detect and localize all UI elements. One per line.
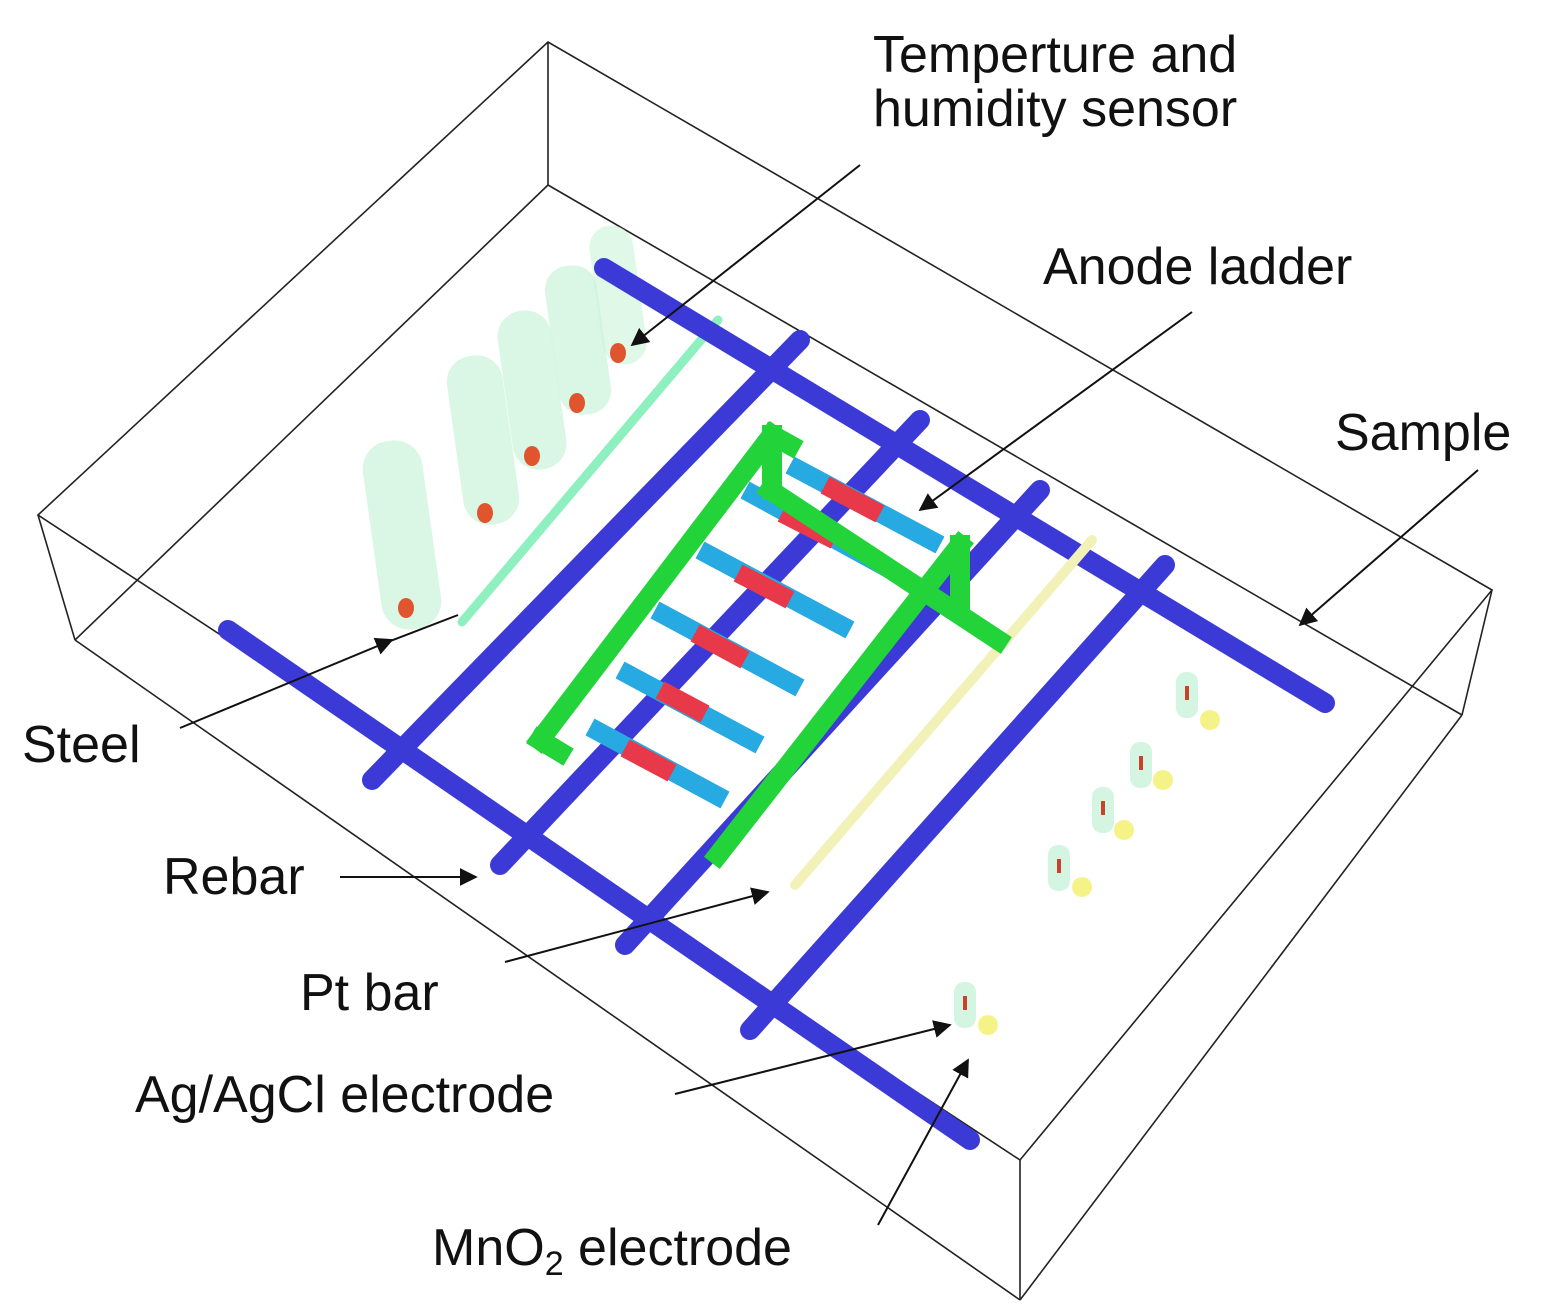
label-pt-bar: Pt bar [300, 964, 439, 1022]
label-agagcl-electrode: Ag/AgCl electrode [135, 1066, 555, 1124]
label-sensor-line2: humidity sensor [873, 80, 1238, 138]
pt-bar [790, 535, 1097, 890]
label-mno2-electrode: MnO2 electrode [432, 1222, 792, 1290]
humidity-sensors [362, 225, 647, 630]
label-sensor-line1: Temperture and [873, 26, 1238, 84]
mno2-tail: electrode [563, 1219, 792, 1277]
reference-electrodes [954, 672, 1220, 1035]
mno2-subscript: 2 [544, 1245, 564, 1283]
label-sample: Sample [1335, 404, 1512, 462]
label-anode-ladder: Anode ladder [1043, 238, 1353, 296]
anode-ladder [525, 420, 1012, 870]
label-rebar: Rebar [163, 848, 305, 906]
label-steel: Steel [22, 716, 141, 774]
leader-lines [179, 164, 1479, 1226]
mno2-main: MnO [432, 1219, 545, 1277]
steel-bar [457, 315, 723, 627]
